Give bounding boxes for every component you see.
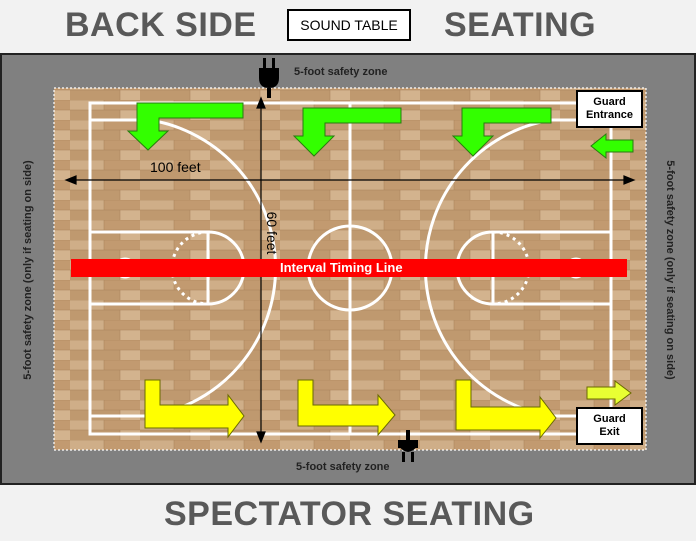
length-label: 100 feet [150, 159, 201, 175]
bottom-safety-zone-label: 5-foot safety zone [296, 461, 390, 473]
green-arrow-entrance [590, 132, 634, 160]
power-plug-icon-top [259, 58, 279, 98]
yellow-arrow-exit [586, 380, 632, 406]
timing-line-label: Interval Timing Line [280, 260, 403, 275]
yellow-arrows [144, 379, 632, 440]
length-dimension [64, 175, 636, 185]
green-arrows [126, 102, 634, 160]
interval-timing-line [71, 259, 627, 277]
guard-exit-line2: Exit [599, 426, 620, 438]
guard-entrance-line1: Guard [593, 96, 626, 108]
seating-label: SEATING [444, 6, 597, 44]
guard-exit-box: Guard Exit [576, 407, 643, 445]
green-arrow-2 [292, 107, 402, 157]
green-arrow-1 [126, 102, 244, 151]
guard-entrance-box: Guard Entrance [576, 90, 643, 128]
power-plug-icon-bottom [398, 430, 418, 462]
back-side-label: BACK SIDE [65, 6, 257, 44]
yellow-arrow-1 [144, 379, 245, 439]
guard-entrance-line2: Entrance [585, 109, 634, 121]
guard-exit-line1: Guard [593, 413, 626, 425]
yellow-arrow-3 [455, 379, 557, 440]
green-arrow-3 [451, 107, 552, 157]
width-label: 60 feet [264, 211, 280, 255]
spectator-seating-label: SPECTATOR SEATING [164, 495, 535, 533]
top-safety-zone-label: 5-foot safety zone [294, 66, 388, 78]
yellow-arrow-2 [297, 379, 396, 437]
sound-table-box: SOUND TABLE [287, 9, 411, 41]
